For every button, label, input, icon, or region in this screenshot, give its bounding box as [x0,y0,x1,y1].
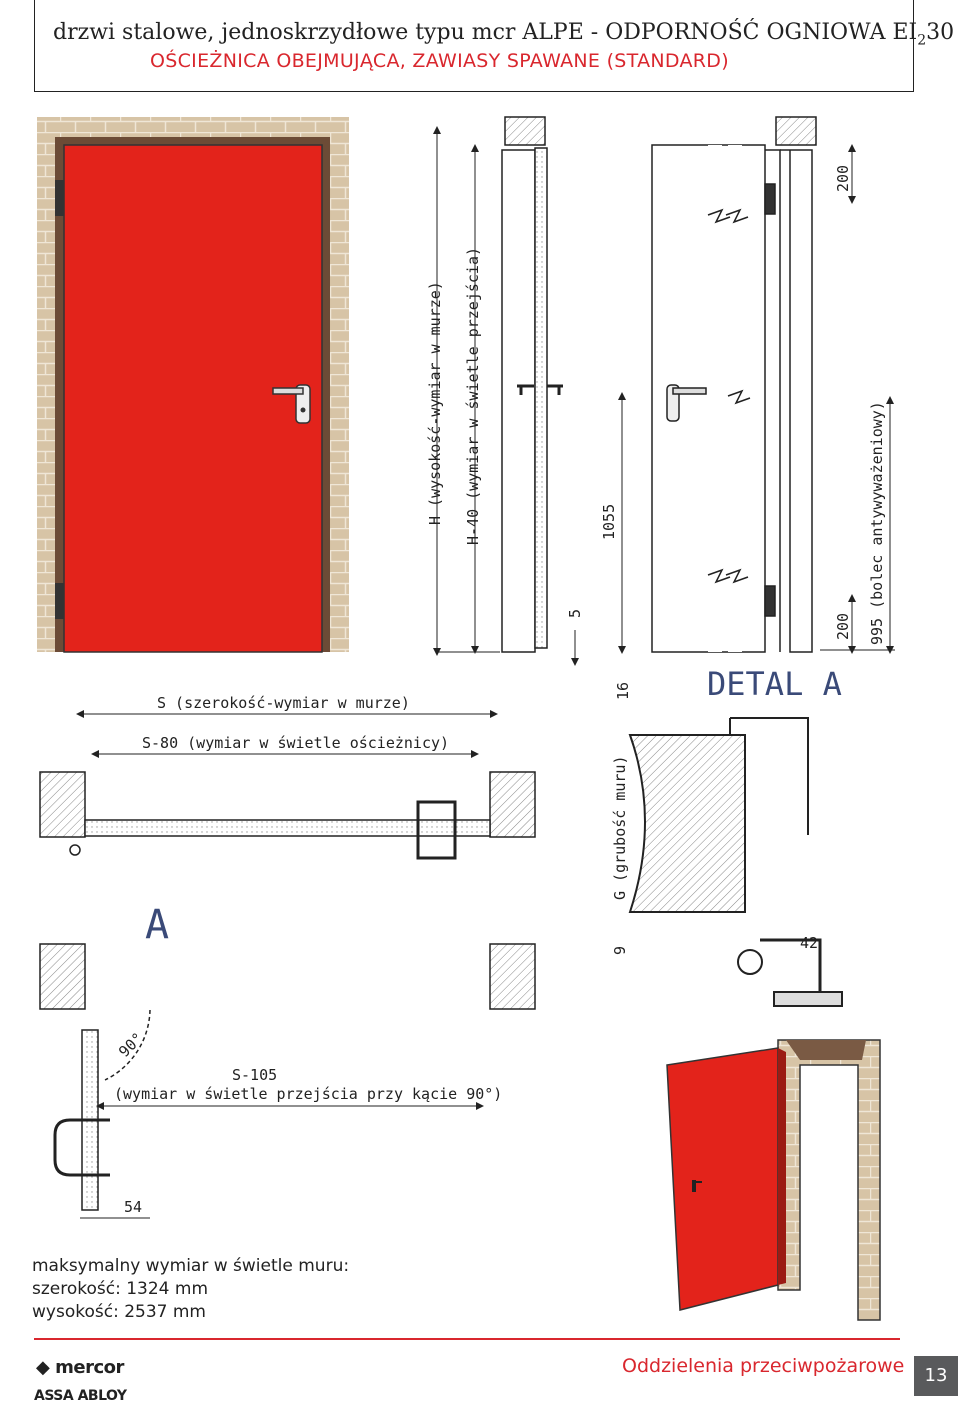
label-9: 9 [611,946,629,955]
detail-a [628,717,843,1007]
technical-drawing: H (wysokość-wymiar w murze) H-40 (wymiar… [37,116,895,1321]
label-200-bottom: 200 [834,613,852,640]
door-side-section [501,116,563,653]
mercor-logo: ◆ mercor [36,1357,124,1378]
label-detal: DETAL A [707,665,842,703]
label-995: 995 (bolec antywyważeniowy) [868,401,886,645]
label-1055: 1055 [600,504,618,540]
hinge-icon [55,180,64,216]
header-frame [34,0,914,92]
plan-open [39,943,536,1211]
footer-caption: Oddzielenia przeciwpożarowe [622,1355,905,1377]
door-back-view [651,116,817,653]
dimension-h [433,126,500,656]
label-s105: S-105 [232,1066,277,1084]
max-dims-height: wysokość: 2537 mm [32,1302,206,1322]
label-s: S (szerokość-wymiar w murze) [157,694,410,712]
label-16: 16 [614,682,632,700]
footer-rule [34,1338,900,1340]
label-5: 5 [566,609,584,618]
label-42: 42 [800,934,818,952]
label-h: H (wysokość-wymiar w murze) [426,281,444,525]
door-handle-icon [272,384,311,424]
label-200-top: 200 [834,165,852,192]
label-a: A [145,902,169,948]
assa-abloy-logo: ASSA ABLOY [34,1388,127,1404]
page-subtitle: OŚCIEŻNICA OBEJMUJĄCA, ZAWIASY SPAWANE (… [150,50,729,72]
label-s105-desc: (wymiar w świetle przejścia przy kącie 9… [114,1085,502,1103]
door-front-view [37,117,349,653]
label-h40: H-40 (wymiar w świetle przejścia) [464,247,482,545]
label-90: 90° [115,1029,147,1061]
plan-section [39,771,536,860]
max-dims-title: maksymalny wymiar w świetle muru: [32,1256,350,1276]
door-leaf [63,144,323,653]
label-g: G (grubość muru) [611,756,629,901]
label-54: 54 [124,1198,142,1216]
label-s80: S-80 (wymiar w świetle ościeżnicy) [142,734,449,752]
dimension-right [618,144,895,654]
door-perspective [666,1039,881,1321]
page-number: 13 [914,1356,958,1396]
page-title: drzwi stalowe, jednoskrzydłowe typu mcr … [53,20,955,49]
max-dims-width: szerokość: 1324 mm [32,1279,209,1299]
hinge-icon [55,583,64,619]
